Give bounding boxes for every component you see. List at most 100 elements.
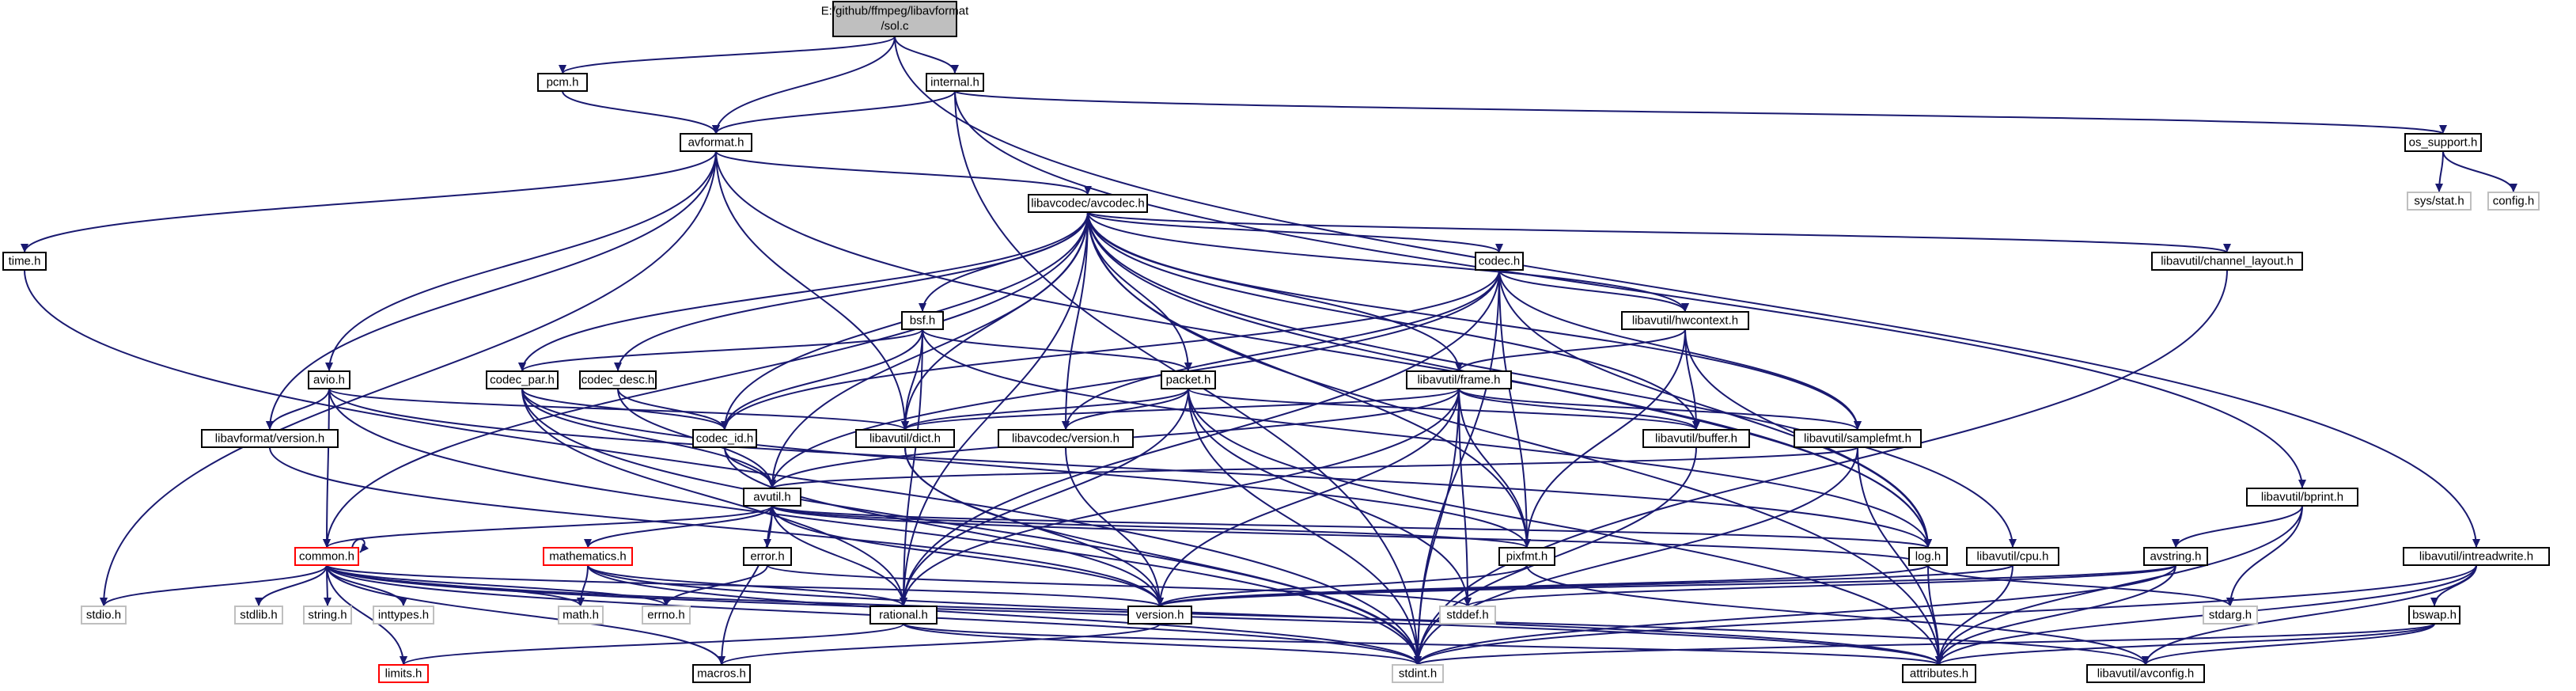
node-codec-h[interactable]: codec.h bbox=[1475, 252, 1524, 271]
edge-frame_h-to-buffer_h bbox=[1458, 388, 1697, 431]
node-avio-h[interactable]: avio.h bbox=[308, 370, 350, 389]
edge-internal_h-to-bprint_h bbox=[954, 90, 2303, 489]
node-buffer-h[interactable]: libavutil/buffer.h bbox=[1642, 429, 1750, 448]
edge-avcodec_h-to-buffer_h bbox=[1087, 211, 1697, 431]
node-codec-par-h[interactable]: codec_par.h bbox=[486, 370, 559, 389]
edge-avcodec_h-to-lavc_version_h bbox=[1065, 211, 1089, 431]
arrowhead-rational_h-to-stdint_h bbox=[1414, 656, 1422, 665]
node-codec-desc-h[interactable]: codec_desc.h bbox=[579, 370, 657, 389]
edge-avcodec_h-to-samplefmt_h bbox=[1087, 211, 1858, 431]
edge-packet_h-to-stdint_h bbox=[1188, 388, 1419, 666]
channel-layout-h-label: libavutil/channel_layout.h bbox=[2161, 255, 2294, 268]
node-stdlib-h[interactable]: stdlib.h bbox=[234, 606, 283, 625]
inttypes-h-label: inttypes.h bbox=[378, 609, 429, 622]
node-stdint-h[interactable]: stdint.h bbox=[1392, 664, 1444, 683]
edge-codec_id_h-to-version_h bbox=[724, 446, 1161, 607]
node-error-h[interactable]: error.h bbox=[743, 547, 792, 566]
arrowhead-avformat_h-to-time_h bbox=[20, 244, 28, 252]
edge-bsf_h-to-codec_id_h bbox=[724, 328, 923, 431]
node-channel-layout-h[interactable]: libavutil/channel_layout.h bbox=[2151, 252, 2303, 271]
node-bprint-h[interactable]: libavutil/bprint.h bbox=[2246, 488, 2358, 507]
sys-stat-h-label: sys/stat.h bbox=[2414, 195, 2464, 208]
root-path-label: E:/github/ffmpeg/libavformat bbox=[821, 5, 969, 18]
edge-avformat_h-to-lavf_version_h bbox=[269, 150, 717, 431]
arrowhead-avformat_h-to-avcodec_h bbox=[1084, 185, 1092, 195]
node-version-h[interactable]: version.h bbox=[1127, 606, 1192, 625]
edge-error_h-to-stddef_h bbox=[767, 564, 1468, 607]
node-avstring-h[interactable]: avstring.h bbox=[2143, 547, 2208, 566]
node-stdarg-h[interactable]: stdarg.h bbox=[2203, 606, 2258, 625]
node-root[interactable]: E:/github/ffmpeg/libavformat /sol.c bbox=[821, 1, 969, 37]
node-avformat-h[interactable]: avformat.h bbox=[680, 133, 752, 152]
arrowhead-avformat_h-to-avio_h bbox=[325, 363, 333, 371]
node-os-support-h[interactable]: os_support.h bbox=[2404, 133, 2482, 152]
stdlib-h-label: stdlib.h bbox=[240, 609, 278, 622]
node-cpu-h[interactable]: libavutil/cpu.h bbox=[1966, 547, 2059, 566]
node-avcodec-h[interactable]: libavcodec/avcodec.h bbox=[1028, 194, 1148, 213]
edge-lavc_version_h-to-version_h bbox=[1065, 446, 1161, 607]
node-common-h[interactable]: common.h bbox=[294, 547, 359, 566]
edge-avio_h-to-log_h bbox=[328, 388, 1929, 549]
edge-error_h-to-errno_h bbox=[665, 564, 768, 607]
node-rational-h[interactable]: rational.h bbox=[869, 606, 938, 625]
node-errno-h[interactable]: errno.h bbox=[642, 606, 691, 625]
node-mathematics-h[interactable]: mathematics.h bbox=[543, 547, 633, 566]
node-avutil-h[interactable]: avutil.h bbox=[743, 488, 801, 507]
edge-codec_par_h-to-rational_h bbox=[521, 388, 904, 607]
node-packet-h[interactable]: packet.h bbox=[1161, 370, 1216, 389]
stdint-h-label: stdint.h bbox=[1399, 667, 1437, 681]
node-pixfmt-h[interactable]: pixfmt.h bbox=[1498, 547, 1555, 566]
node-bswap-h[interactable]: bswap.h bbox=[2408, 606, 2460, 625]
version-h-label: version.h bbox=[1136, 609, 1184, 622]
node-internal-h[interactable]: internal.h bbox=[926, 73, 984, 92]
edge-codec_par_h-to-codec_id_h bbox=[521, 388, 725, 431]
node-log-h[interactable]: log.h bbox=[1908, 547, 1948, 566]
pixfmt-h-label: pixfmt.h bbox=[1506, 550, 1548, 564]
node-hwcontext-h[interactable]: libavutil/hwcontext.h bbox=[1621, 311, 1749, 330]
node-sys-stat-h[interactable]: sys/stat.h bbox=[2407, 192, 2472, 211]
edge-frame_h-to-pixfmt_h bbox=[1458, 388, 1528, 549]
node-avconfig-h[interactable]: libavutil/avconfig.h bbox=[2086, 664, 2205, 683]
node-attributes-h[interactable]: attributes.h bbox=[1902, 664, 1976, 683]
node-math-h[interactable]: math.h bbox=[558, 606, 604, 625]
edge-internal_h-to-os_support_h bbox=[954, 90, 2444, 135]
node-pcm-h[interactable]: pcm.h bbox=[537, 73, 588, 92]
node-lavf-version-h[interactable]: libavformat/version.h bbox=[201, 429, 339, 448]
edge-common_h-to-avconfig_h bbox=[326, 564, 2146, 666]
edge-bswap_h-to-attributes_h bbox=[1938, 623, 2435, 666]
node-dict-h[interactable]: libavutil/dict.h bbox=[855, 429, 955, 448]
node-lavc-version-h[interactable]: libavcodec/version.h bbox=[998, 429, 1134, 448]
node-macros-h[interactable]: macros.h bbox=[692, 664, 751, 683]
node-frame-h[interactable]: libavutil/frame.h bbox=[1406, 370, 1512, 389]
arrowhead-avutil_h-to-common_h bbox=[322, 539, 331, 548]
dict-h-label: libavutil/dict.h bbox=[869, 432, 941, 446]
edge-frame_h-to-dict_h bbox=[904, 388, 1460, 431]
edge-root-to-avformat_h bbox=[715, 36, 896, 135]
lavc-version-h-label: libavcodec/version.h bbox=[1012, 432, 1119, 446]
arrowhead-root-to-internal_h bbox=[951, 64, 959, 74]
edge-codec_id_h-to-avutil_h bbox=[724, 446, 773, 489]
node-intreadwrite-h[interactable]: libavutil/intreadwrite.h bbox=[2403, 547, 2550, 566]
node-samplefmt-h[interactable]: libavutil/samplefmt.h bbox=[1794, 429, 1922, 448]
arrowhead-common_h-to-string_h bbox=[323, 598, 331, 606]
node-stddef-h[interactable]: stddef.h bbox=[1439, 606, 1496, 625]
node-bsf-h[interactable]: bsf.h bbox=[901, 311, 944, 330]
node-string-h[interactable]: string.h bbox=[303, 606, 352, 625]
node-stdio-h[interactable]: stdio.h bbox=[81, 606, 127, 625]
arrowhead-avstring_h-to-stddef_h bbox=[1464, 598, 1472, 606]
node-codec-id-h[interactable]: codec_id.h bbox=[692, 429, 757, 448]
edge-bsf_h-to-codec_par_h bbox=[521, 328, 923, 372]
arrowhead-bsf_h-to-codec_par_h bbox=[517, 362, 526, 371]
edge-frame_h-to-version_h bbox=[1159, 388, 1460, 607]
edge-pixfmt_h-to-avconfig_h bbox=[1526, 564, 2146, 666]
node-time-h[interactable]: time.h bbox=[2, 252, 47, 271]
rational-h-label: rational.h bbox=[879, 609, 928, 622]
node-config-h[interactable]: config.h bbox=[2487, 192, 2540, 211]
arrowhead-avutil_h-to-mathematics_h bbox=[583, 539, 592, 548]
edge-samplefmt_h-to-avutil_h bbox=[771, 446, 1858, 489]
avstring-h-label: avstring.h bbox=[2150, 550, 2201, 564]
node-inttypes-h[interactable]: inttypes.h bbox=[373, 606, 434, 625]
log-h-label: log.h bbox=[1915, 550, 1941, 564]
node-limits-h[interactable]: limits.h bbox=[378, 664, 429, 683]
edge-frame_h-to-stddef_h bbox=[1458, 388, 1468, 607]
